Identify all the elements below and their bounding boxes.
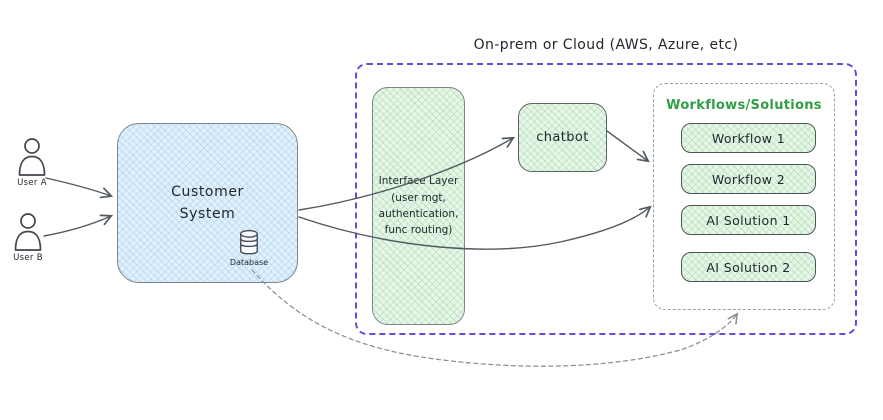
database-label: Database: [229, 258, 269, 267]
actor-label: User A: [17, 178, 47, 188]
arrow-user-b-to-customer-system: [43, 214, 114, 237]
actor-label: User B: [13, 253, 43, 263]
customer-system-node: Customer System Database: [117, 123, 298, 283]
customer-system-label: Customer System: [171, 183, 244, 222]
interface-layer-node: Interface Layer (user mgt, authenticatio…: [372, 87, 465, 325]
user-icon: [14, 213, 42, 251]
database-icon: [240, 229, 258, 255]
workflows-group-title: Workflows/Solutions: [666, 98, 822, 113]
workflow-item: Workflow 2: [681, 164, 816, 194]
actor-user-a: User A: [10, 137, 54, 188]
actor-user-b: User B: [6, 212, 50, 263]
workflow-item: AI Solution 2: [681, 252, 816, 282]
arrow-user-a-to-customer-system: [45, 177, 114, 199]
chatbot-label: chatbot: [536, 130, 589, 145]
chatbot-node: chatbot: [518, 103, 607, 172]
interface-layer-label: Interface Layer (user mgt, authenticatio…: [378, 175, 459, 237]
database: Database: [216, 228, 282, 267]
workflow-item: AI Solution 1: [681, 205, 816, 235]
workflow-item: Workflow 1: [681, 123, 816, 153]
user-icon: [18, 138, 46, 176]
cloud-boundary-title: On-prem or Cloud (AWS, Azure, etc): [473, 37, 739, 53]
workflows-group: Workflows/Solutions Workflow 1 Workflow …: [653, 83, 835, 310]
